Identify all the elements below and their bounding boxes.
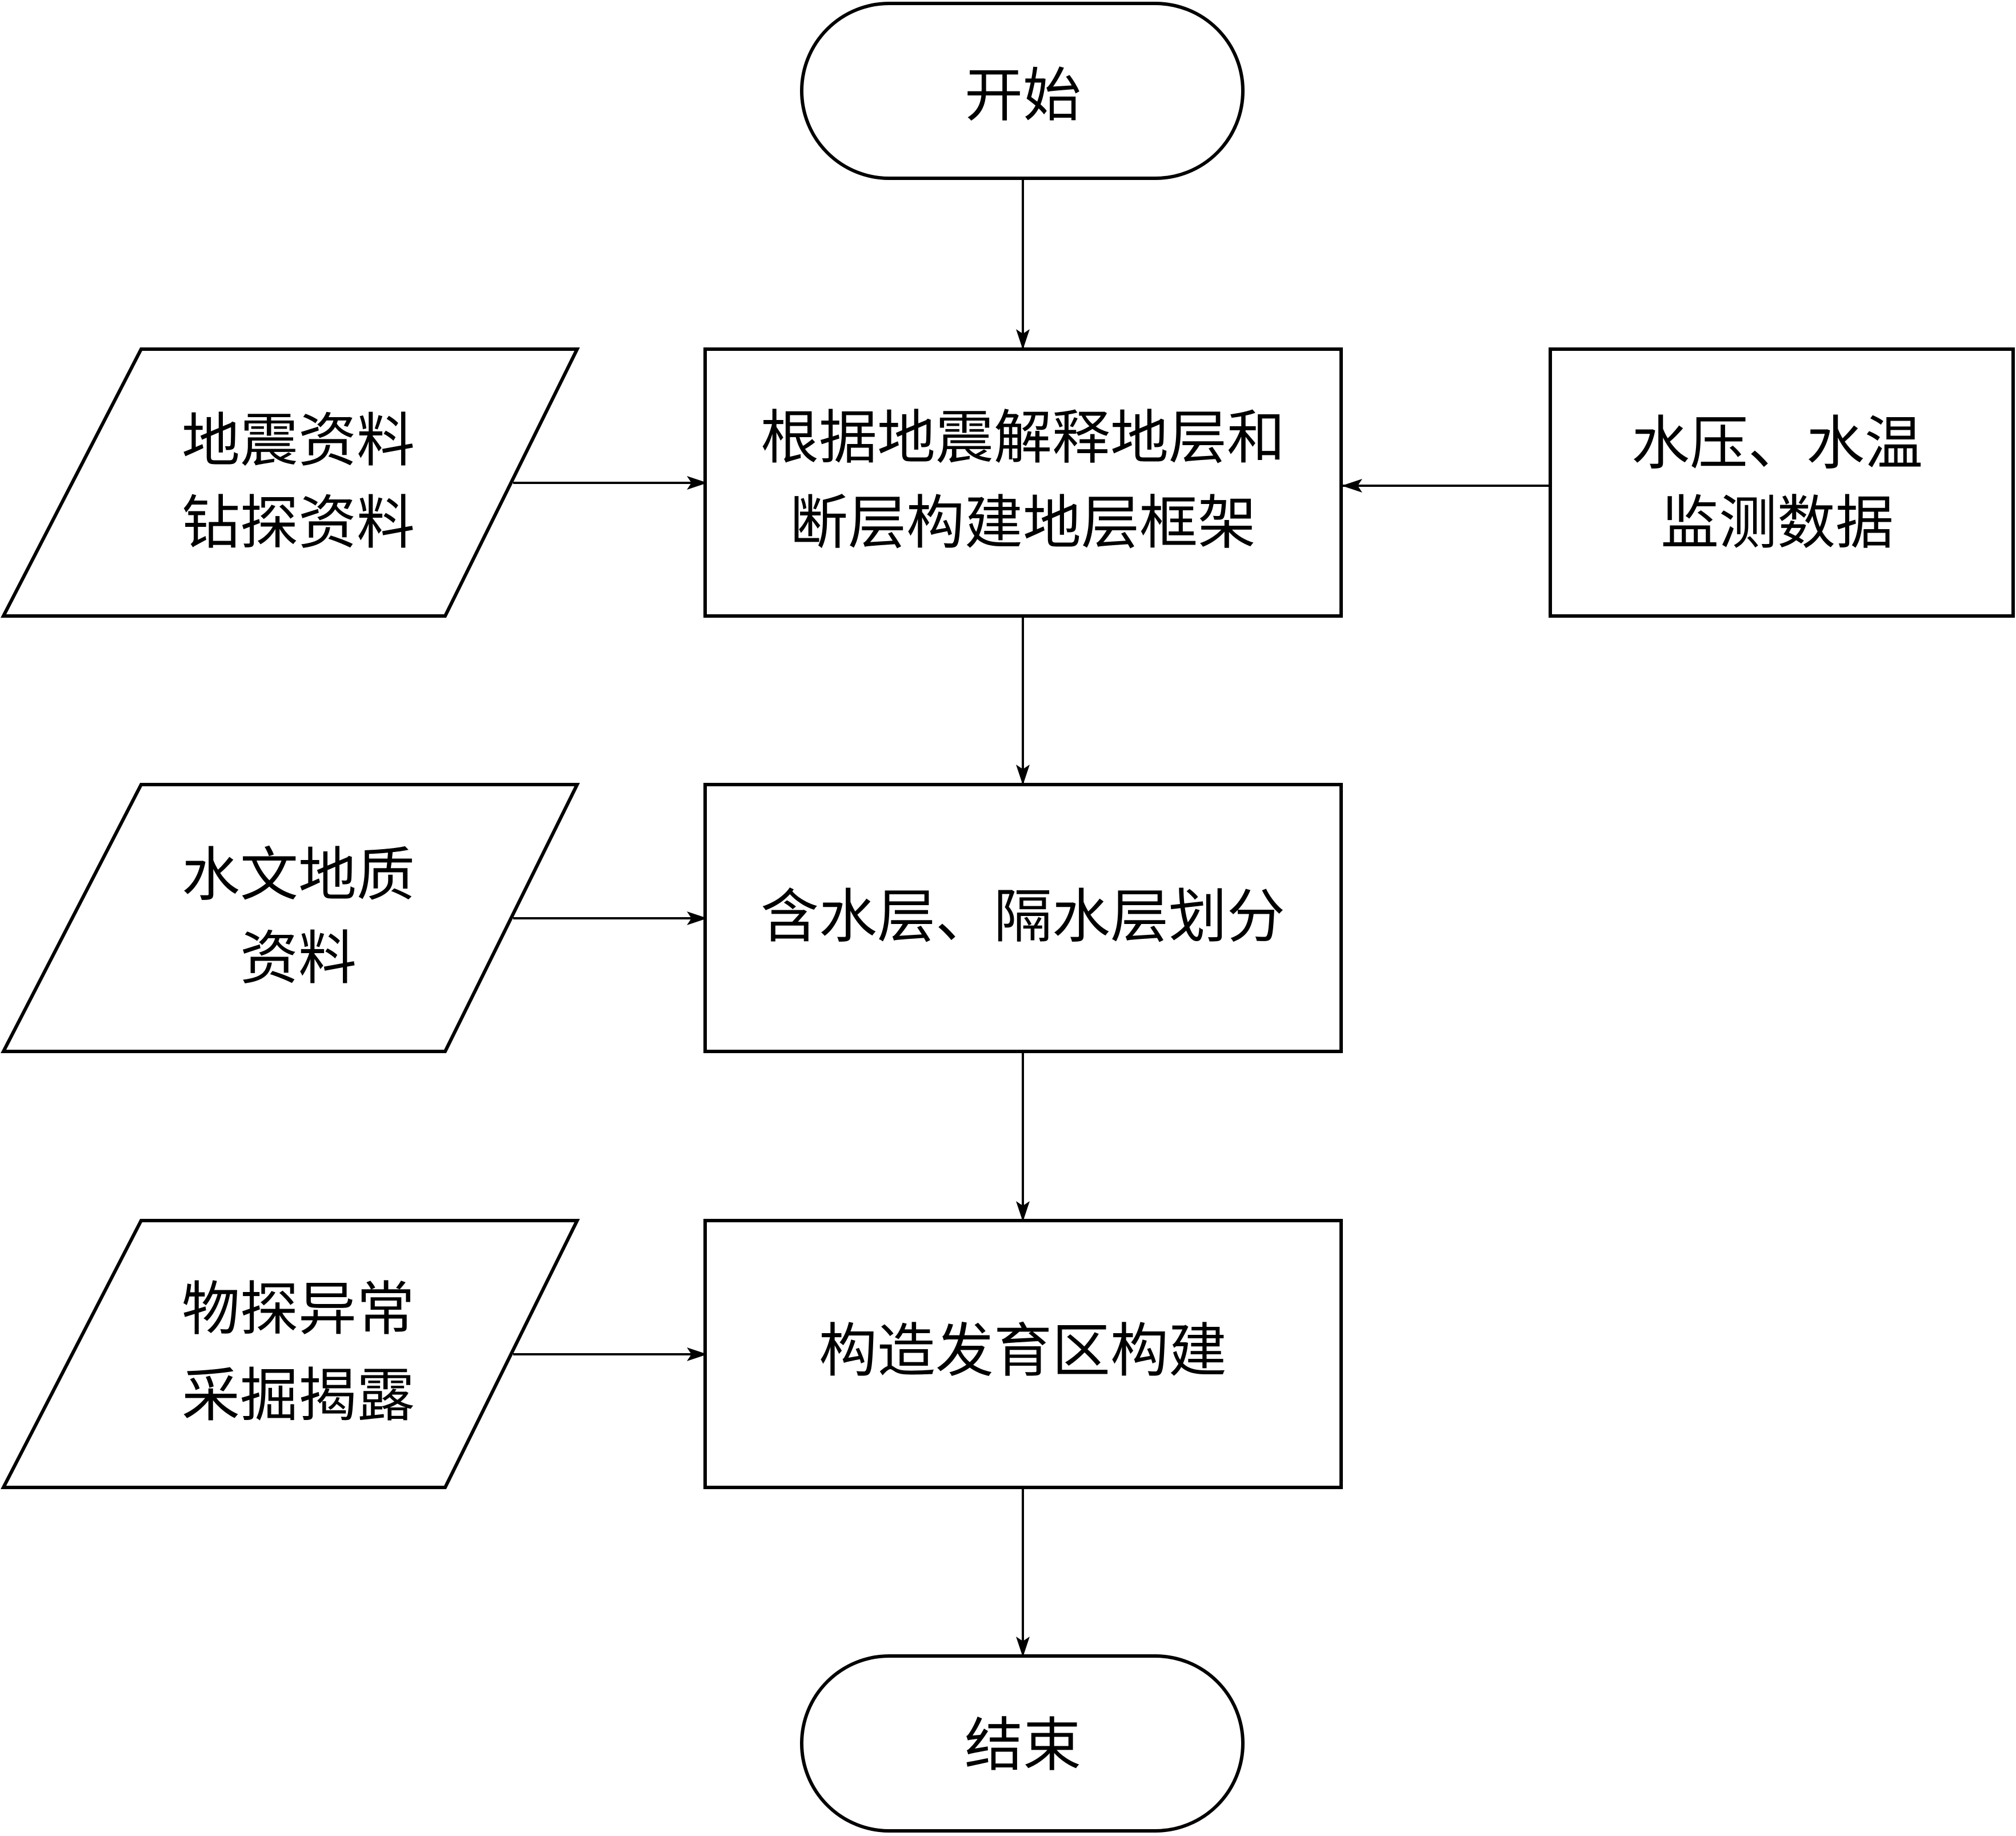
input2-label-line2: 资料 <box>240 925 357 993</box>
step3-process-box <box>703 1219 1343 1489</box>
step2-label: 含水层、隔水层划分 <box>761 883 1285 951</box>
input4-label-line2: 监测数据 <box>1661 490 1894 558</box>
step1-label-line2: 断层构建地层框架 <box>790 490 1256 558</box>
end-label: 结束 <box>965 1712 1081 1780</box>
step2-process-box <box>703 783 1343 1053</box>
input2-data-parallelogram <box>1 783 580 1053</box>
input4-label-line1: 水压、水温 <box>1631 410 1923 478</box>
input3-label-line2: 采掘揭露 <box>182 1362 415 1430</box>
input2-label-line1: 水文地质 <box>182 842 415 910</box>
input1-label-line1: 地震资料 <box>182 407 415 475</box>
start-terminator <box>800 2 1245 180</box>
input3-label-line1: 物探异常 <box>182 1276 415 1344</box>
end-terminator <box>800 1654 1245 1833</box>
step1-label-line1: 根据地震解释地层和 <box>761 405 1285 473</box>
input1-data-parallelogram <box>1 347 580 618</box>
step1-process-box <box>703 347 1343 618</box>
input4-data-box <box>1549 347 2015 618</box>
step3-label: 构造发育区构建 <box>819 1318 1227 1386</box>
start-label: 开始 <box>965 62 1081 130</box>
input1-label-line2: 钻探资料 <box>182 490 415 558</box>
input3-data-parallelogram <box>1 1219 580 1489</box>
